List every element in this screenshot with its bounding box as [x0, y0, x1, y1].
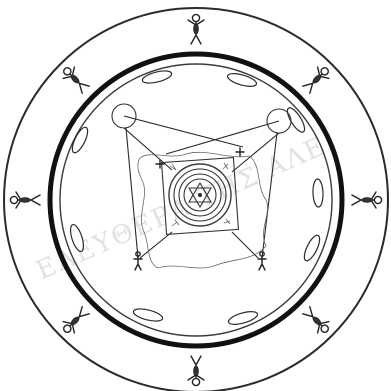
corner-mark: [224, 219, 230, 224]
figure-right: [352, 192, 382, 208]
rope-line: [124, 116, 243, 147]
inner-figure: [236, 148, 244, 156]
rope-loop: [141, 69, 173, 86]
figure-head: [374, 196, 381, 203]
watermark-text: ΕΛΕΥΘΕΡΑ ΤΗΣ ΑΛΕ: [32, 131, 331, 286]
corner-mark: [223, 163, 228, 169]
figure-top: [188, 14, 204, 44]
figure-torso: [194, 366, 199, 376]
seal-center-dot: [198, 193, 201, 196]
rope-loop: [284, 105, 307, 134]
figure-head: [192, 378, 199, 385]
figure-torso: [312, 74, 322, 84]
figure-torso: [312, 316, 322, 326]
rope-line: [262, 133, 277, 258]
rope-loop: [227, 309, 259, 327]
rope-loop: [313, 179, 324, 207]
figure-torso: [70, 316, 80, 326]
figure-torso: [362, 198, 372, 203]
rope-loop: [132, 307, 164, 324]
rope-loop: [226, 71, 258, 89]
figure-head: [192, 14, 199, 21]
figure-torso: [20, 198, 30, 203]
figure-bottom-left: [59, 305, 91, 337]
figure-bottom-right: [301, 305, 333, 337]
figure-torso: [70, 74, 80, 84]
figure-left: [10, 192, 40, 208]
figure-head: [10, 196, 17, 203]
figure-top-right: [301, 63, 333, 95]
figure-torso: [194, 24, 199, 34]
inner-figure: [156, 160, 164, 168]
rope-line: [166, 121, 279, 154]
figure-top-left: [59, 63, 91, 95]
rope-line: [124, 128, 172, 170]
rope-line: [232, 232, 258, 258]
figure-bottom: [188, 356, 204, 386]
